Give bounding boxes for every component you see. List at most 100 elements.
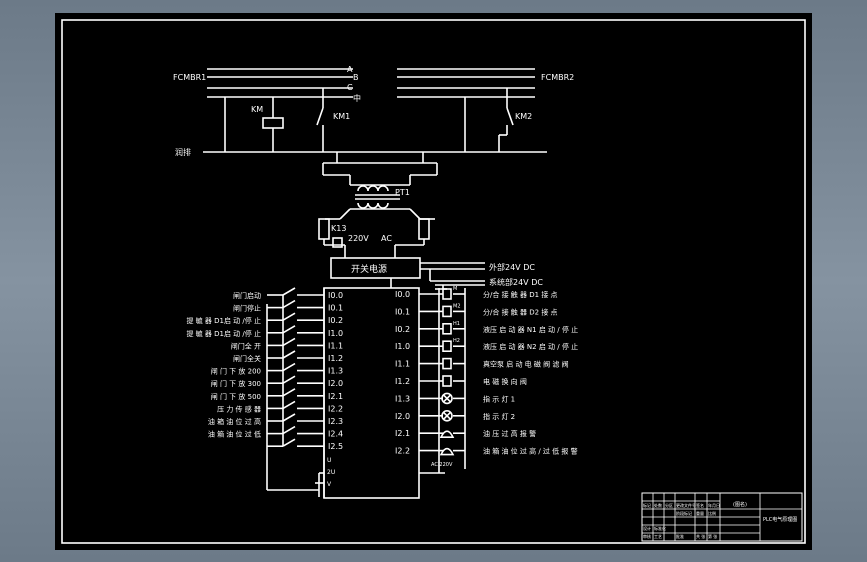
title-block-cell: 更改文件号 xyxy=(676,502,696,508)
pt-secondary xyxy=(318,208,435,258)
km1-breaker xyxy=(316,88,324,152)
output-description: 液压 启 动 器 N1 启 动 / 停 止 xyxy=(483,325,578,334)
relay-coil xyxy=(442,305,452,318)
relay-coil xyxy=(442,357,452,370)
title-block-cell: 共 张 xyxy=(696,533,705,539)
relay-coil xyxy=(442,322,452,335)
input-description: 提 毓 器 D1启 动 /停 止 xyxy=(186,329,261,338)
input-switch-contact xyxy=(282,400,296,410)
output-description: 真空泵 启 动 电 磁 阀 滤 阀 xyxy=(483,360,569,369)
input-row: I2.1闸 门 下 放 500 xyxy=(211,383,343,401)
output-address: I1.3 xyxy=(395,394,410,403)
plc-terminal-block: U 2U V xyxy=(266,304,335,497)
title-block-cell: 设计 xyxy=(643,525,651,531)
output-address: I1.0 xyxy=(395,342,410,351)
input-switch-contact xyxy=(282,337,296,347)
indicator-lamp xyxy=(441,409,453,422)
title-block-cell: 第 张 xyxy=(708,533,717,539)
power-supply-label: 开关电源 xyxy=(351,263,387,275)
alarm-horn xyxy=(439,447,455,456)
input-address: I2.5 xyxy=(328,442,343,451)
input-address: I1.1 xyxy=(328,341,343,350)
input-switch-contact xyxy=(282,388,296,397)
input-switch-contact xyxy=(282,362,296,372)
output-address: I0.2 xyxy=(395,325,410,334)
input-address: I1.2 xyxy=(328,354,343,363)
output-address: I1.2 xyxy=(395,377,410,386)
output-description: 液压 启 动 器 N2 启 动 / 停 止 xyxy=(483,342,578,351)
feeder-label: 润排 xyxy=(175,147,191,157)
relay-coil xyxy=(442,340,452,353)
input-switch-contact xyxy=(282,350,296,359)
input-row: I2.3油 箱 油 位 过 高 xyxy=(208,408,343,426)
drawing-border xyxy=(61,19,806,544)
input-row: I2.2压 力 传 感 器 xyxy=(217,395,343,413)
input-switch-contact xyxy=(282,413,296,422)
input-description: 闸 门 下 放 300 xyxy=(211,379,261,388)
output-rails xyxy=(419,288,466,474)
km-coil xyxy=(224,97,284,152)
output-address: I2.2 xyxy=(395,447,410,456)
input-address: I2.3 xyxy=(328,417,343,426)
pt-label: PT1 xyxy=(395,188,410,197)
input-address: I0.0 xyxy=(328,291,343,300)
psu-outputs xyxy=(390,262,485,290)
input-description: 提 毓 器 D1启 动 /停 止 xyxy=(186,316,261,325)
input-switch-contact xyxy=(282,312,296,321)
bus-left-label: FCMBR1 xyxy=(173,73,206,82)
title-block: (图名) PLC电气原理图 标记处数分区更改文件号签名年月日设计标准化阶段标记重… xyxy=(641,492,803,542)
output-description: 指 示 灯 2 xyxy=(483,412,515,421)
output-tag: H2 xyxy=(453,338,460,344)
input-address: I1.0 xyxy=(328,329,343,338)
phase-c-label: C xyxy=(347,83,353,92)
input-row: I2.4油 箱 油 位 过 低 xyxy=(208,421,343,439)
output-description: 油 压 过 高 报 警 xyxy=(483,429,536,438)
output-address: I1.1 xyxy=(395,360,410,369)
alarm-horn xyxy=(439,430,455,438)
phase-b-label: B xyxy=(353,73,359,82)
km-coil-label: KM xyxy=(251,105,263,114)
transformer-pt1 xyxy=(350,184,410,210)
input-address: I2.0 xyxy=(328,379,343,388)
output-description: 电 磁 换 向 阀 xyxy=(483,377,527,386)
output-row: I1.2 电 磁 换 向 阀 xyxy=(395,375,527,387)
title-block-cell: 工艺 xyxy=(654,534,662,539)
title-block-cell: 审核 xyxy=(643,533,651,539)
output-tag: M xyxy=(453,286,457,292)
input-address: I0.2 xyxy=(328,316,343,325)
input-address: I1.3 xyxy=(328,367,343,376)
input-description: 闸门全关 xyxy=(233,354,261,363)
drawing-title: PLC电气原理图 xyxy=(763,516,797,523)
input-address: I2.4 xyxy=(328,430,343,439)
relay-coil xyxy=(442,288,452,300)
output-description: 油 箱 油 位 过 高 / 过 低 报 警 xyxy=(483,447,578,456)
output-address: I2.0 xyxy=(395,412,410,421)
input-row: I0.2 提 毓 器 D1启 动 /停 止 xyxy=(186,307,343,325)
output-description: 指 示 灯 1 xyxy=(483,394,515,403)
input-description: 闸 门 下 放 500 xyxy=(211,392,261,401)
output-address: I0.1 xyxy=(395,307,410,316)
input-switch-contact xyxy=(282,325,296,334)
supply-ac-label: AC xyxy=(381,234,392,243)
title-block-cell: 重量 xyxy=(696,510,704,516)
pt-feed xyxy=(322,152,438,185)
fuse-left xyxy=(318,218,330,240)
ext-power-label: 外部24V DC xyxy=(489,262,535,272)
input-row: I1.3闸 门 下 放 200 xyxy=(211,358,343,376)
power-supply-box xyxy=(330,257,421,279)
output-description: 分/合 接 触 器 D1 接 点 xyxy=(483,290,558,299)
km1-label: KM1 xyxy=(333,112,350,121)
input-switch-contact xyxy=(282,425,296,435)
input-switch-contact xyxy=(282,375,296,384)
output-row: I2.2 油 箱 油 位 过 高 / 过 低 报 警 xyxy=(395,447,578,456)
supply-voltage-label: 220V xyxy=(348,234,369,243)
plc-term-v: V xyxy=(327,481,332,488)
input-row: I2.0 闸 门 下 放 300 xyxy=(211,370,343,388)
input-description: 闸门启动 xyxy=(233,291,261,300)
fuse-right xyxy=(418,218,430,240)
indicator-lamp xyxy=(441,392,453,405)
